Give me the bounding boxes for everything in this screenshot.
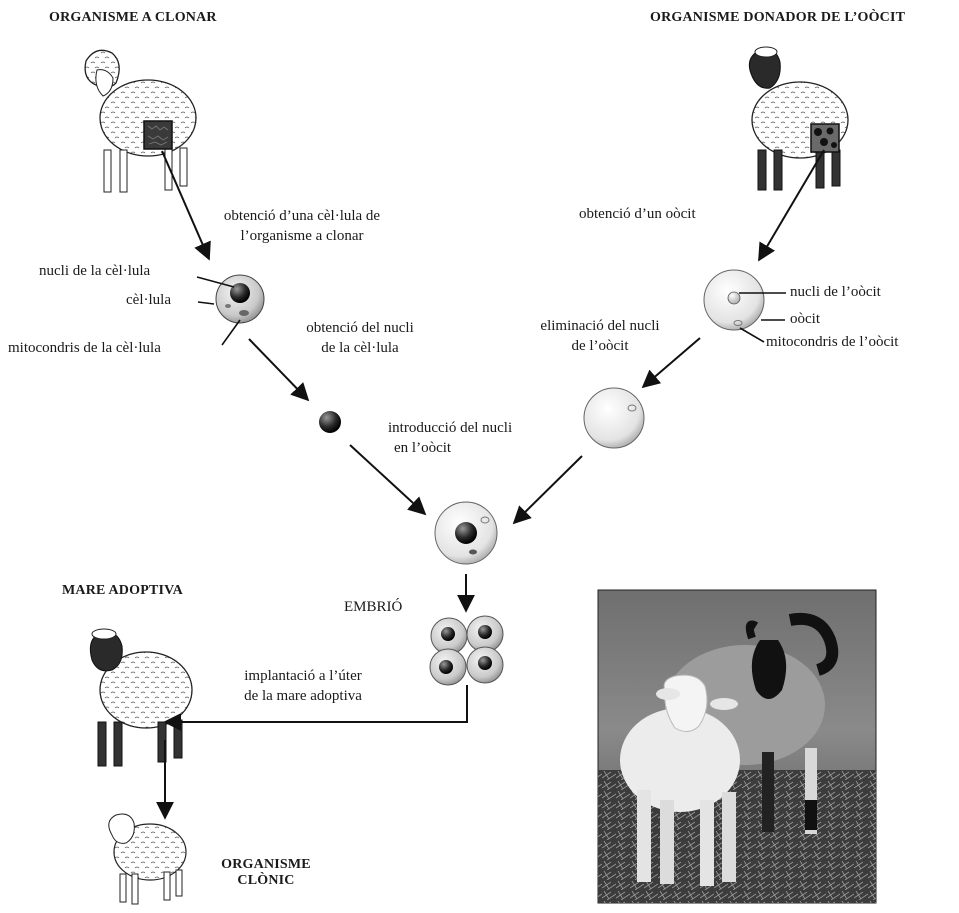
sheep-oocyte-donor-icon xyxy=(749,47,848,190)
embryo-four-cell xyxy=(430,616,503,685)
dolly-photo xyxy=(598,590,876,903)
step-remove-nucleus: eliminació del nucli de l’oòcit xyxy=(515,316,685,356)
step-obtain-oocyte: obtenció d’un oòcit xyxy=(579,204,696,224)
reconstructed-oocyte xyxy=(435,502,497,564)
title-organism-to-clone: ORGANISME A CLONAR xyxy=(49,10,217,26)
clonic-lamb-icon xyxy=(109,814,186,904)
title-foster-mother: MARE ADOPTIVA xyxy=(62,583,183,599)
step-implant: implantació a l’úter de la mare adoptiva xyxy=(218,666,388,706)
title-clonic-line2: CLÒNIC xyxy=(214,873,318,889)
title-clonic-organism: ORGANISME CLÒNIC xyxy=(214,857,318,889)
step-remove-nucleus-line1: eliminació del nucli xyxy=(515,316,685,336)
step-implant-line1: implantació a l’úter xyxy=(218,666,388,686)
step-implant-line2: de la mare adoptiva xyxy=(218,686,388,706)
step-obtain-cell-line1: obtenció d’una cèl·lula de xyxy=(212,206,392,226)
step-obtain-nucleus: obtenció del nucli de la cèl·lula xyxy=(285,318,435,358)
label-oocyte-mitochondria: mitocondris de l’oòcit xyxy=(766,332,898,352)
step-obtain-nucleus-line2: de la cèl·lula xyxy=(285,338,435,358)
foster-mother-sheep-icon xyxy=(90,629,192,766)
isolated-nucleus xyxy=(319,411,341,433)
label-oocyte-nucleus: nucli de l’oòcit xyxy=(790,282,881,302)
title-clonic-line1: ORGANISME xyxy=(214,857,318,873)
title-embryo: EMBRIÓ xyxy=(344,597,402,617)
step-insert-nucleus-line2: en l’oòcit xyxy=(388,438,512,458)
oocyte-with-nucleus xyxy=(704,270,764,330)
somatic-cell xyxy=(216,275,264,323)
step-insert-nucleus: introducció del nucli en l’oòcit xyxy=(388,418,512,458)
label-cell: cèl·lula xyxy=(126,290,171,310)
label-cell-mitochondria: mitocondris de la cèl·lula xyxy=(8,338,161,358)
enucleated-oocyte xyxy=(584,388,644,448)
step-obtain-cell-line2: l’organisme a clonar xyxy=(212,226,392,246)
step-remove-nucleus-line2: de l’oòcit xyxy=(515,336,685,356)
title-oocyte-donor: ORGANISME DONADOR DE L’OÒCIT xyxy=(650,10,905,26)
step-insert-nucleus-line1: introducció del nucli xyxy=(388,418,512,438)
step-obtain-nucleus-line1: obtenció del nucli xyxy=(285,318,435,338)
sheep-to-clone-icon xyxy=(85,50,196,192)
label-oocyte: oòcit xyxy=(790,309,820,329)
step-obtain-cell: obtenció d’una cèl·lula de l’organisme a… xyxy=(212,206,392,246)
label-cell-nucleus: nucli de la cèl·lula xyxy=(39,261,150,281)
